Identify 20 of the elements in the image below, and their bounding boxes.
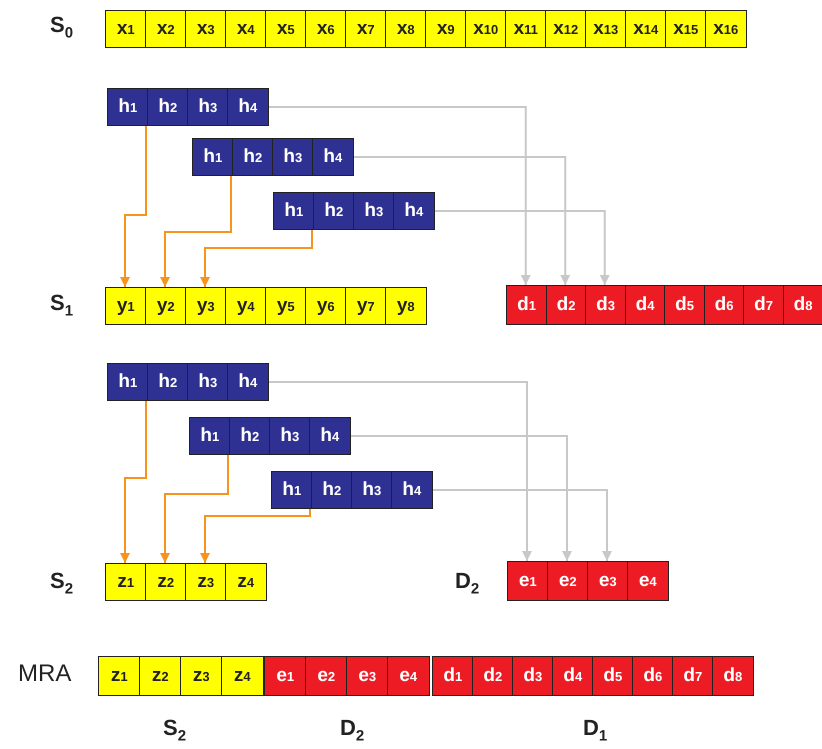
arrow — [120, 126, 147, 287]
arrow — [354, 156, 570, 285]
row-label: D$_{1}$ — [583, 715, 608, 744]
row-label: S$_{1}$ — [50, 290, 74, 320]
arrow — [160, 176, 232, 287]
arrow — [160, 455, 229, 563]
arrow — [268, 381, 532, 561]
row-label: S$_{2}$ — [163, 715, 186, 744]
arrow — [432, 489, 612, 561]
row-label: D$_{2}$ — [340, 715, 364, 744]
row-label: S$_{2}$ — [50, 568, 74, 598]
arrow — [268, 106, 531, 285]
row-label: D$_{2}$ — [455, 568, 480, 598]
arrow — [200, 230, 313, 287]
arrow — [350, 435, 572, 561]
arrow — [200, 509, 311, 563]
row-label: S$_{0}$ — [50, 12, 74, 42]
arrow — [120, 401, 147, 563]
row-label: MRA — [18, 660, 72, 688]
arrow — [434, 210, 610, 285]
